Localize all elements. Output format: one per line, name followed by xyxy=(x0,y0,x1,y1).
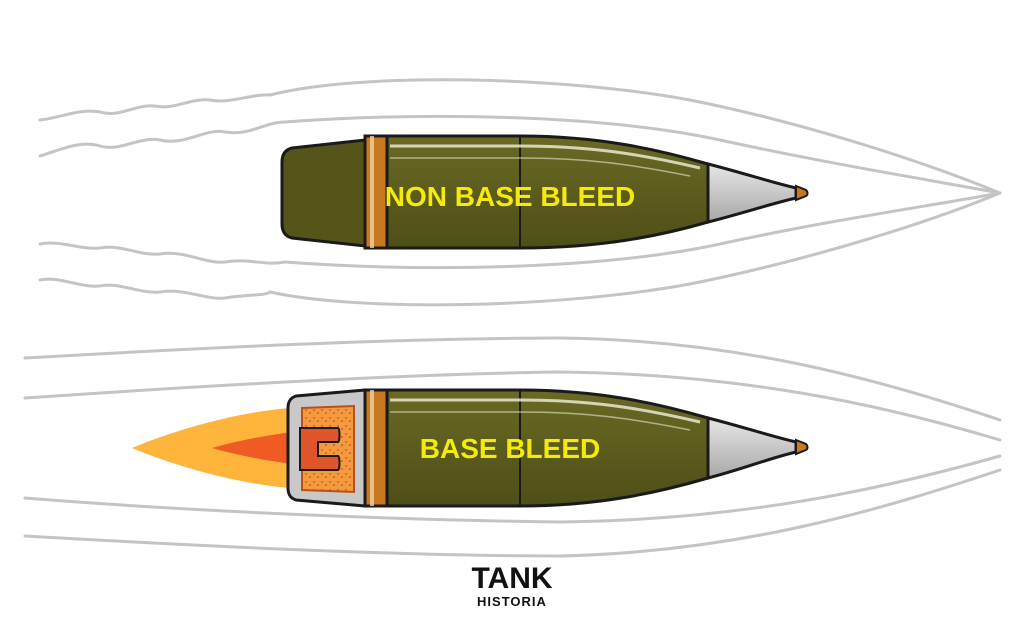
logo-line-2: HISTORIA xyxy=(477,594,547,609)
top-flow-outer-upper xyxy=(268,78,1002,195)
shell-boattail xyxy=(280,138,367,248)
bottom-flow-3 xyxy=(23,454,1002,524)
label-base-bleed: BASE BLEED xyxy=(420,433,600,464)
driving-band xyxy=(363,134,389,250)
exhaust-flame xyxy=(132,408,292,488)
bottom-flow-2 xyxy=(23,370,1002,442)
fuze-tip xyxy=(795,184,809,202)
fuze xyxy=(706,416,798,480)
tank-historia-logo: TANK HISTORIA xyxy=(471,562,552,609)
top-airflow-lines xyxy=(38,78,1002,307)
logo-line-1: TANK xyxy=(471,562,552,595)
top-wake-wave-2 xyxy=(38,120,287,158)
top-flow-outer-lower xyxy=(268,191,1002,307)
driving-band xyxy=(363,388,389,508)
top-wake-wave-3 xyxy=(38,241,287,265)
fuze xyxy=(706,162,798,224)
base-bleed-shell: BASE BLEED xyxy=(132,388,809,508)
grain-cavity xyxy=(299,427,341,471)
flame-inner xyxy=(212,432,292,464)
top-flow-inner-upper xyxy=(283,114,1002,195)
bottom-flow-1 xyxy=(23,336,1002,422)
top-flow-inner-lower xyxy=(283,191,1002,270)
flame-outer xyxy=(132,408,290,488)
label-non-base-bleed: NON BASE BLEED xyxy=(385,181,635,212)
bottom-flow-4 xyxy=(23,468,1002,558)
top-wake-wave-4 xyxy=(38,277,272,300)
non-base-bleed-shell: NON BASE BLEED xyxy=(280,134,809,250)
fuze-tip xyxy=(795,438,809,456)
top-wake-wave-1 xyxy=(38,93,272,122)
bottom-airflow-lines xyxy=(23,336,1002,558)
